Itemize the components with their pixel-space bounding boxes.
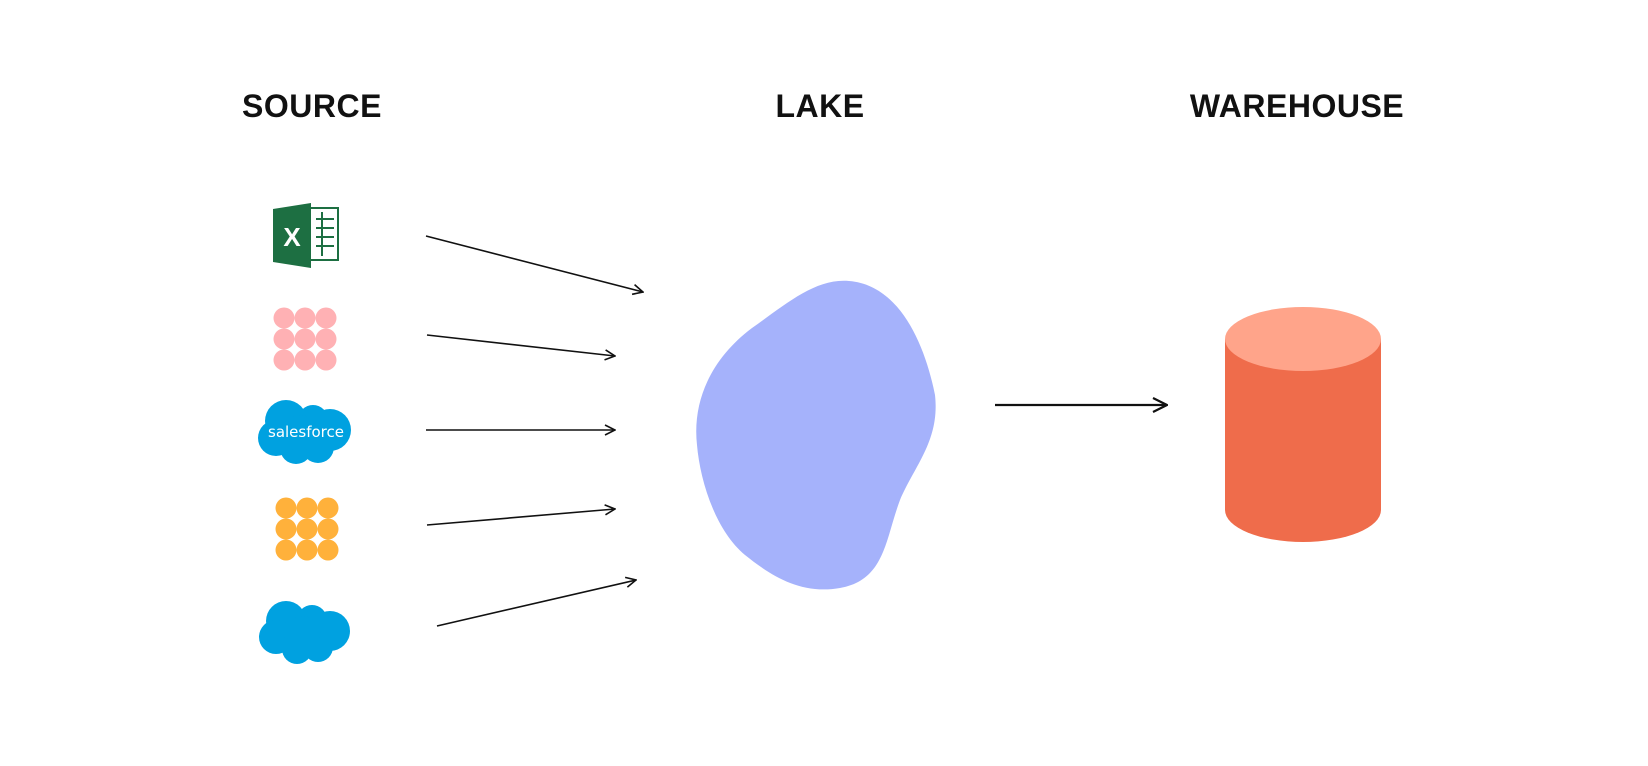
dot bbox=[317, 539, 339, 561]
dot bbox=[294, 328, 316, 350]
dot bbox=[315, 328, 337, 350]
dot bbox=[317, 497, 339, 519]
excel-letter: X bbox=[283, 222, 301, 252]
salesforce-cloud-icon bbox=[259, 601, 350, 664]
arrow-orange-to-lake bbox=[426, 509, 615, 526]
arrow-pink-to-lake bbox=[426, 334, 615, 356]
dot bbox=[296, 539, 318, 561]
dot bbox=[294, 307, 316, 329]
dot bbox=[273, 307, 295, 329]
salesforce-logo-icon: salesforce bbox=[258, 400, 351, 464]
orange-dots-icon bbox=[275, 497, 339, 561]
lake-column-title: LAKE bbox=[775, 88, 865, 124]
arrow-excel-to-lake bbox=[425, 235, 643, 292]
dot bbox=[275, 518, 297, 540]
dot bbox=[275, 539, 297, 561]
dot bbox=[273, 349, 295, 371]
excel-icon: X bbox=[273, 203, 339, 268]
dot bbox=[315, 307, 337, 329]
warehouse-cylinder-icon bbox=[1225, 307, 1381, 542]
source-to-lake-arrows bbox=[425, 235, 643, 627]
warehouse-column-title: WAREHOUSE bbox=[1189, 88, 1405, 124]
dot bbox=[315, 349, 337, 371]
source-column-title: SOURCE bbox=[242, 88, 382, 124]
dot bbox=[275, 497, 297, 519]
dot bbox=[273, 328, 295, 350]
dot bbox=[294, 349, 316, 371]
dot bbox=[296, 497, 318, 519]
salesforce-logo-text: salesforce bbox=[268, 423, 344, 441]
lake-blob bbox=[696, 280, 936, 590]
dot bbox=[296, 518, 318, 540]
dot bbox=[317, 518, 339, 540]
arrow-cloud-to-lake bbox=[436, 580, 636, 627]
pink-dots-icon bbox=[273, 307, 337, 371]
